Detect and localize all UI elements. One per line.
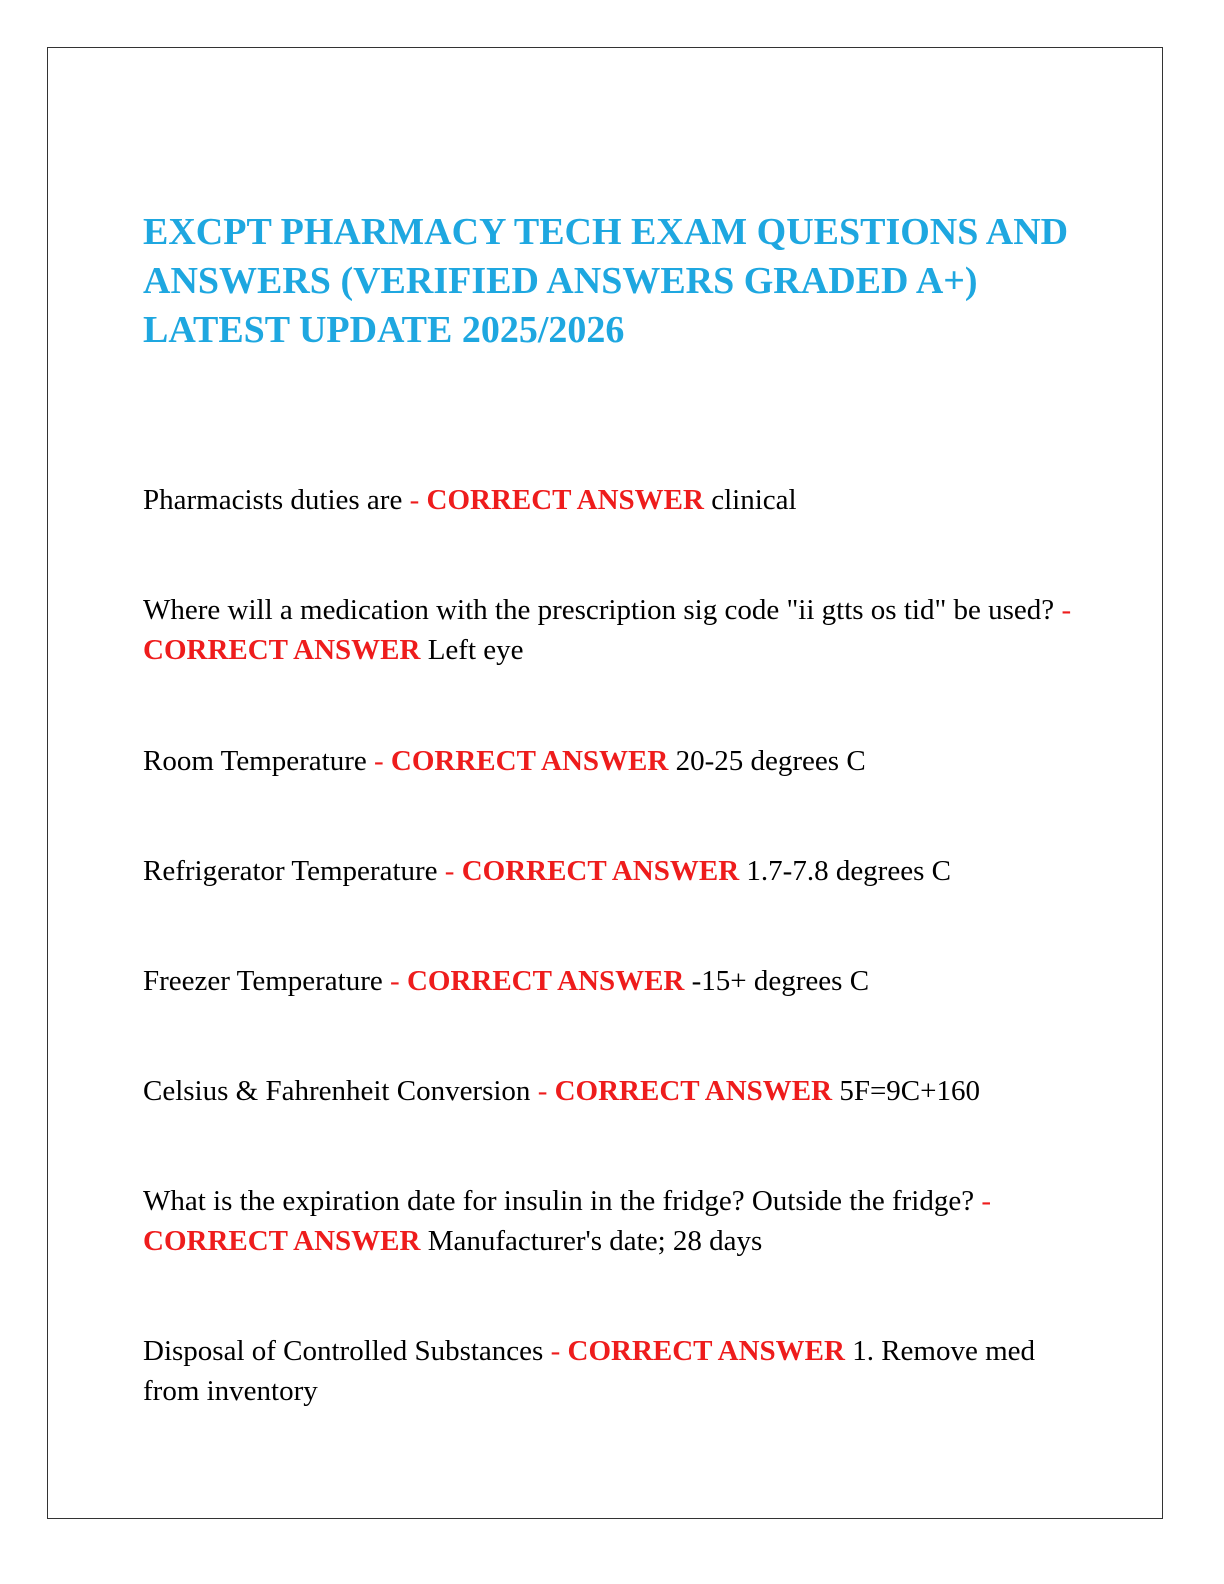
qa-item: Disposal of Controlled Substances - CORR…: [143, 1331, 1083, 1411]
qa-item: Room Temperature - CORRECT ANSWER 20-25 …: [143, 741, 1083, 781]
separator: -: [373, 745, 391, 777]
separator: -: [537, 1075, 555, 1107]
correct-answer-label: CORRECT ANSWER: [406, 965, 685, 997]
correct-answer-label: CORRECT ANSWER: [554, 1075, 833, 1107]
question-text: What is the expiration date for insulin …: [143, 1185, 982, 1217]
separator: -: [981, 1185, 991, 1217]
separator: -: [390, 965, 407, 997]
answer-text: -15+ degrees C: [684, 965, 870, 997]
qa-item: Pharmacists duties are - CORRECT ANSWER …: [143, 480, 1083, 520]
question-text: Disposal of Controlled Substances: [143, 1335, 551, 1367]
separator: -: [444, 855, 462, 887]
separator: -: [550, 1335, 568, 1367]
correct-answer-label: CORRECT ANSWER: [143, 1225, 421, 1257]
separator: -: [409, 484, 427, 516]
answer-text: Manufacturer's date; 28 days: [420, 1225, 763, 1257]
correct-answer-label: CORRECT ANSWER: [143, 634, 421, 666]
correct-answer-label: CORRECT ANSWER: [426, 484, 704, 516]
answer-text: clinical: [703, 484, 797, 516]
answer-text: 1.7-7.8 degrees C: [739, 855, 951, 887]
qa-item: What is the expiration date for insulin …: [143, 1181, 1083, 1261]
correct-answer-label: CORRECT ANSWER: [461, 855, 740, 887]
question-text: Freezer Temperature: [143, 965, 391, 997]
separator: -: [1061, 594, 1072, 626]
correct-answer-label: CORRECT ANSWER: [390, 745, 669, 777]
question-text: Pharmacists duties are: [143, 484, 410, 516]
question-text: Where will a medication with the prescri…: [143, 594, 1062, 626]
question-text: Refrigerator Temperature: [143, 855, 445, 887]
question-text: Room Temperature: [143, 745, 374, 777]
correct-answer-label: CORRECT ANSWER: [567, 1335, 845, 1367]
answer-text: 20-25 degrees C: [668, 745, 866, 777]
qa-item: Where will a medication with the prescri…: [143, 590, 1083, 670]
qa-item: Celsius & Fahrenheit Conversion - CORREC…: [143, 1071, 1083, 1111]
answer-text: 1. Remove med from inventory: [143, 1335, 1036, 1407]
qa-item: Freezer Temperature - CORRECT ANSWER -15…: [143, 961, 1083, 1001]
qa-item: Refrigerator Temperature - CORRECT ANSWE…: [143, 851, 1083, 891]
answer-text: Left eye: [420, 634, 524, 666]
page-border: [47, 47, 1163, 1519]
answer-text: 5F=9C+160: [832, 1075, 980, 1107]
question-text: Celsius & Fahrenheit Conversion: [143, 1075, 538, 1107]
document-title: EXCPT PHARMACY TECH EXAM QUESTIONS AND A…: [143, 211, 1069, 351]
